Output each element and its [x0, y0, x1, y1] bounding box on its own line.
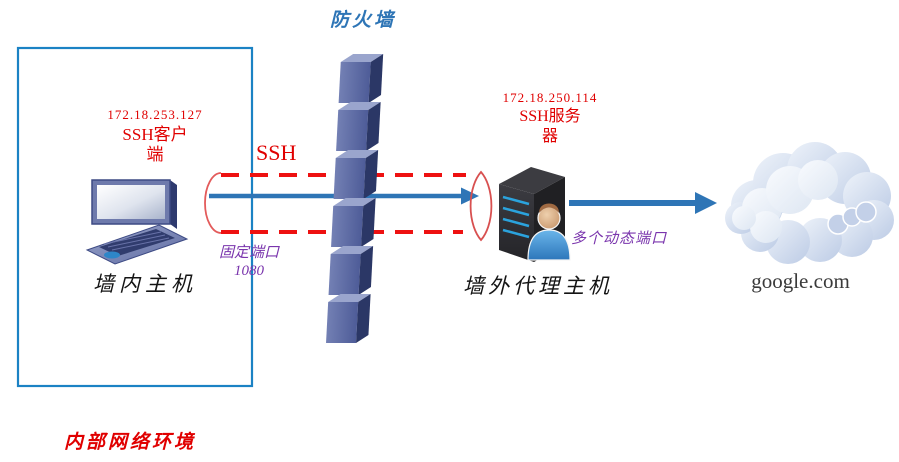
internal-network-zone-box — [16, 46, 254, 388]
server-role-line2: 器 — [541, 128, 558, 145]
touchpad — [104, 251, 120, 259]
firewall-brick — [338, 54, 384, 103]
client-ip-label: 172.18.253.127 — [107, 107, 203, 122]
firewall-brick — [333, 150, 379, 199]
client-role-line1: SSH客户 — [122, 125, 188, 144]
tunnel-opening-right-icon — [469, 170, 493, 242]
firewall-label: 防火墙 — [329, 10, 396, 31]
tunnel-opening-left-icon — [204, 172, 222, 234]
firewall-wall-icon — [326, 54, 384, 343]
laptop-icon — [85, 179, 189, 265]
firewall-brick — [336, 102, 381, 151]
fixed-port-line2: 1080 — [234, 263, 264, 279]
firewall-brick — [326, 294, 371, 343]
server-role-line1: SSH服务 — [519, 108, 581, 125]
fixed-port-label: 固定端口 1080 — [202, 244, 296, 280]
dynamic-ports-label: 多个动态端口 — [571, 231, 668, 247]
cloud-icon — [725, 142, 894, 264]
internet-arrow — [569, 192, 717, 214]
internal-network-env-label: 内部网络环境 — [64, 432, 197, 453]
user-avatar-icon — [527, 203, 571, 261]
outside-proxy-host-label: 墙外代理主机 — [463, 274, 613, 298]
arrow-right-icon — [695, 192, 717, 214]
internet-domain-label: google.com — [751, 269, 850, 293]
client-role-line2: 端 — [146, 145, 164, 164]
inside-host-label: 墙内主机 — [93, 272, 197, 296]
server-role-label: SSH服务 器 — [492, 107, 608, 147]
ssh-protocol-label: SSH — [256, 140, 297, 165]
server-ip-label: 172.18.250.114 — [502, 90, 598, 105]
firewall-brick — [331, 198, 376, 247]
fixed-port-line1: 固定端口 — [218, 245, 279, 261]
client-role-label: SSH客户 端 — [92, 125, 218, 165]
arrow-right-icon — [461, 187, 479, 205]
firewall-brick — [328, 246, 374, 295]
